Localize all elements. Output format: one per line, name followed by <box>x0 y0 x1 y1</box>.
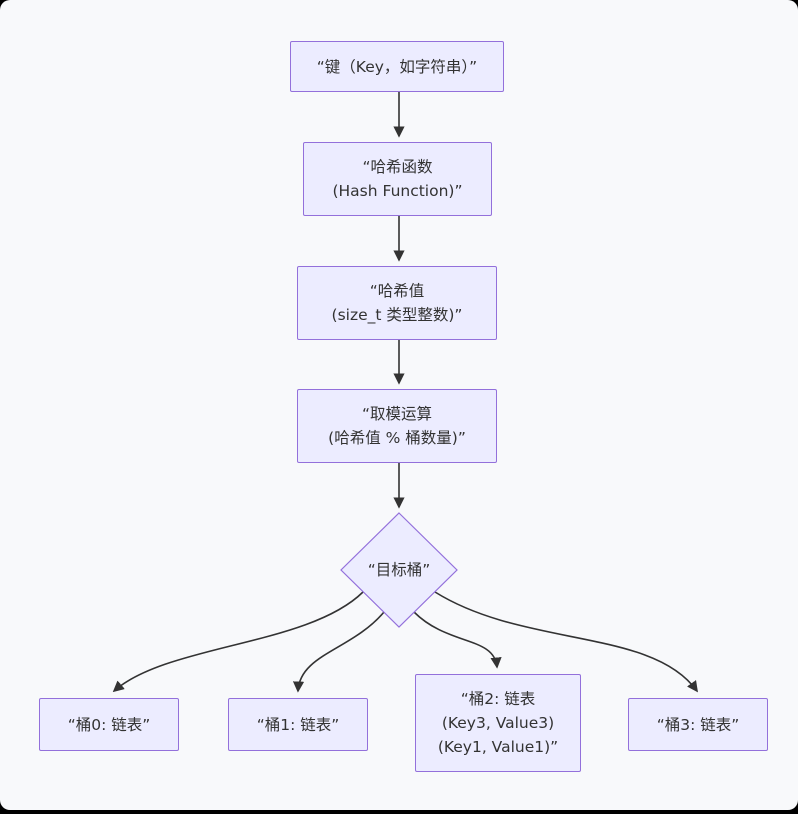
node-modulo: “取模运算 (哈希值 % 桶数量)” <box>297 389 497 463</box>
edge-target-to-bucket3 <box>434 591 698 693</box>
node-bucket1-label: “桶1: 链表” <box>256 715 340 734</box>
node-key-label: “键（Key，如字符串）” <box>316 57 478 76</box>
target-bucket-diamond-shape <box>340 512 458 628</box>
node-bucket0: “桶0: 链表” <box>39 698 179 751</box>
node-hash-value: “哈希值 (size_t 类型整数)” <box>297 266 497 340</box>
node-bucket3-label: “桶3: 链表” <box>656 715 740 734</box>
node-bucket2-label-line1: “桶2: 链表 <box>460 690 536 708</box>
node-bucket1: “桶1: 链表” <box>228 698 368 751</box>
edge-target-to-bucket2 <box>413 611 502 669</box>
node-bucket2: “桶2: 链表 (Key3, Value3) (Key1, Value1)” <box>415 674 581 772</box>
node-hash-value-label-line2: (size_t 类型整数)” <box>331 306 463 324</box>
node-bucket2-label-line2: (Key3, Value3) <box>441 714 555 732</box>
node-hash-function-label-line2: (Hash Function)” <box>332 182 463 200</box>
edge-target-to-bucket1 <box>292 611 385 693</box>
node-hash-value-label-line1: “哈希值 <box>369 282 425 300</box>
node-hash-function-label-line1: “哈希函数 <box>362 158 433 176</box>
edge-target-to-bucket0 <box>112 591 364 693</box>
node-bucket0-label: “桶0: 链表” <box>67 715 151 734</box>
node-modulo-label-line1: “取模运算 <box>361 405 433 423</box>
node-bucket3: “桶3: 链表” <box>628 698 768 751</box>
node-bucket2-label-line3: (Key1, Value1)” <box>437 738 559 756</box>
node-key: “键（Key，如字符串）” <box>290 41 504 92</box>
node-hash-function: “哈希函数 (Hash Function)” <box>303 142 492 216</box>
node-target-bucket-label: “目标桶” <box>367 561 431 579</box>
node-modulo-label-line2: (哈希值 % 桶数量)” <box>328 429 466 447</box>
